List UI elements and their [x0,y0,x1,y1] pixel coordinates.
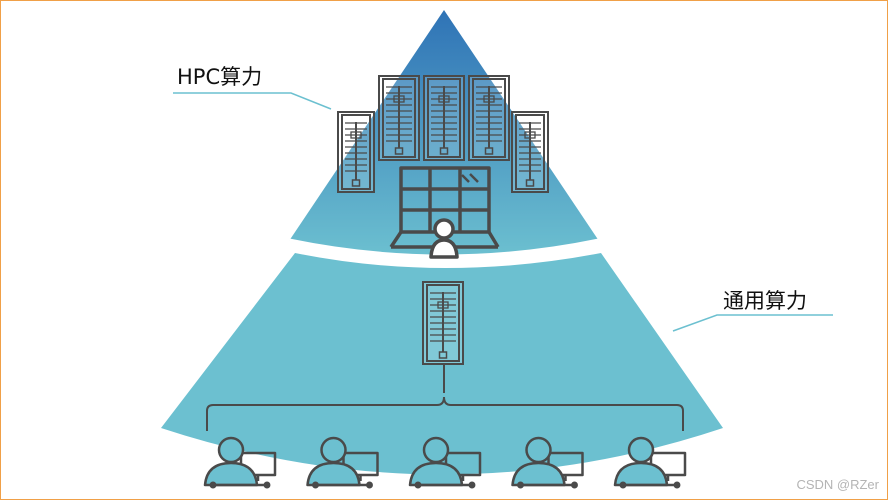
server-rack-icon [422,281,464,365]
hpc-compute-label: HPC算力 [177,65,263,89]
user-row [203,436,687,489]
general-leader-line [672,314,833,332]
server-rack-icon [423,75,465,161]
general-server-icon [422,281,464,365]
server-rack-icon [468,75,510,161]
distribution-bracket [206,363,684,431]
user-workstation-icon [511,436,584,489]
user-workstation-icon [306,436,379,489]
hpc-server-cluster [337,75,549,193]
user-workstation-icon [408,436,482,489]
operator-console-icon [389,166,500,259]
watermark: CSDN @RZer [796,477,879,492]
user-workstation-icon [613,436,687,489]
server-rack-icon [337,111,375,193]
server-rack-icon [378,75,420,161]
server-rack-icon [511,111,549,193]
hpc-leader-line [173,92,332,110]
general-compute-label: 通用算力 [723,289,807,313]
user-workstation-icon [203,436,277,489]
